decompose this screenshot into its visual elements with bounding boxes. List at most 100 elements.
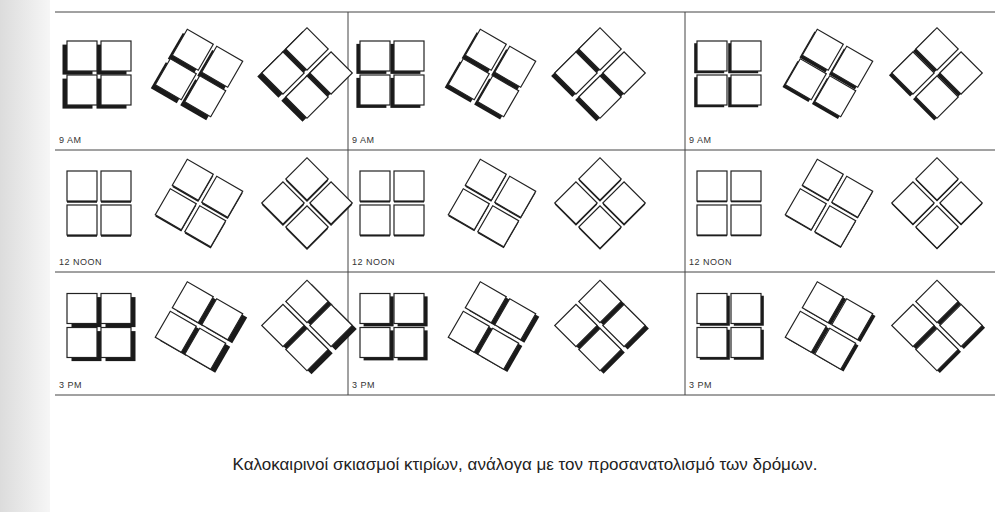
shadow-cell [360, 280, 649, 373]
building-roof [101, 294, 131, 324]
building-roof [478, 206, 519, 247]
shadow-cell [697, 158, 982, 250]
building-roof [101, 41, 131, 71]
time-label: 9 AM [352, 135, 375, 145]
building-roof [185, 76, 226, 117]
shadow-cell [356, 28, 645, 121]
building-roof [360, 171, 390, 201]
time-label: 3 PM [689, 380, 712, 390]
building-roofs [155, 29, 242, 116]
time-label: 12 NOON [59, 257, 102, 267]
building-roof [916, 328, 958, 370]
building-roofs [785, 282, 872, 369]
building-roof [579, 206, 621, 248]
building-roofs [262, 28, 353, 119]
building-block [445, 29, 536, 119]
building-roof [579, 76, 621, 118]
building-roof [815, 328, 856, 369]
building-block [67, 171, 131, 237]
building-block [360, 294, 428, 361]
building-roof [478, 76, 519, 117]
building-block [555, 280, 649, 373]
building-roof [101, 328, 131, 358]
time-label: 9 AM [59, 135, 82, 145]
building-roof [394, 171, 424, 201]
building-roofs [555, 280, 646, 371]
building-roof [360, 41, 390, 71]
building-block [356, 41, 424, 108]
shadow-cell [360, 158, 645, 250]
building-roof [916, 76, 958, 118]
building-roof [286, 328, 328, 370]
building-block [697, 294, 764, 360]
building-block [155, 282, 247, 373]
building-roof [185, 328, 226, 369]
building-block [262, 158, 353, 250]
building-roofs [67, 294, 131, 358]
row-divider [55, 272, 995, 273]
building-block [448, 159, 535, 248]
building-roof [67, 171, 97, 201]
building-roof [394, 41, 424, 71]
building-roof [286, 76, 328, 118]
building-block [360, 171, 424, 237]
building-roof [731, 171, 761, 201]
building-roofs [448, 159, 535, 246]
figure-caption: Καλοκαιρινοί σκιασμοί κτιρίων, ανάλογα μ… [233, 455, 818, 475]
row-divider [55, 395, 995, 396]
building-roof [394, 294, 424, 324]
building-roof [697, 171, 727, 201]
building-roof [697, 75, 727, 105]
building-roof [67, 75, 97, 105]
building-roofs [892, 280, 983, 371]
building-block [892, 158, 983, 250]
building-roof [815, 206, 856, 247]
building-roofs [697, 294, 761, 358]
row-divider [55, 150, 995, 151]
building-roof [394, 328, 424, 358]
building-roof [360, 205, 390, 235]
building-roofs [360, 41, 424, 105]
building-block [67, 294, 136, 362]
building-block [892, 280, 985, 373]
time-label: 3 PM [352, 380, 375, 390]
building-block [262, 280, 357, 374]
column-divider [685, 12, 686, 395]
building-block [257, 28, 352, 122]
row-divider [55, 12, 995, 13]
page-edge [0, 0, 50, 512]
building-roof [731, 205, 761, 235]
building-roofs [155, 159, 242, 246]
building-roof [579, 328, 621, 370]
time-label: 3 PM [59, 380, 82, 390]
building-roofs [448, 29, 535, 116]
building-roofs [448, 282, 535, 369]
building-roof [286, 206, 328, 248]
building-roofs [697, 41, 761, 105]
building-roof [731, 294, 761, 324]
building-roof [916, 206, 958, 248]
shadow-cell [694, 28, 982, 121]
building-roofs [360, 294, 424, 358]
building-roofs [262, 158, 353, 249]
building-roofs [892, 28, 983, 119]
building-block [785, 282, 875, 372]
building-roof [731, 328, 761, 358]
shadow-cell [63, 28, 353, 122]
building-block [155, 159, 242, 248]
shadow-cell [67, 158, 352, 250]
building-roof [360, 328, 390, 358]
building-block [551, 28, 645, 121]
building-roof [67, 328, 97, 358]
time-label: 12 NOON [689, 257, 732, 267]
shadow-cell [67, 280, 357, 374]
building-block [782, 29, 872, 119]
building-block [448, 282, 539, 372]
building-roof [815, 76, 856, 117]
building-block [63, 41, 132, 109]
building-block [889, 28, 982, 121]
building-roofs [262, 280, 353, 371]
building-roof [731, 41, 761, 71]
building-roofs [892, 158, 983, 249]
